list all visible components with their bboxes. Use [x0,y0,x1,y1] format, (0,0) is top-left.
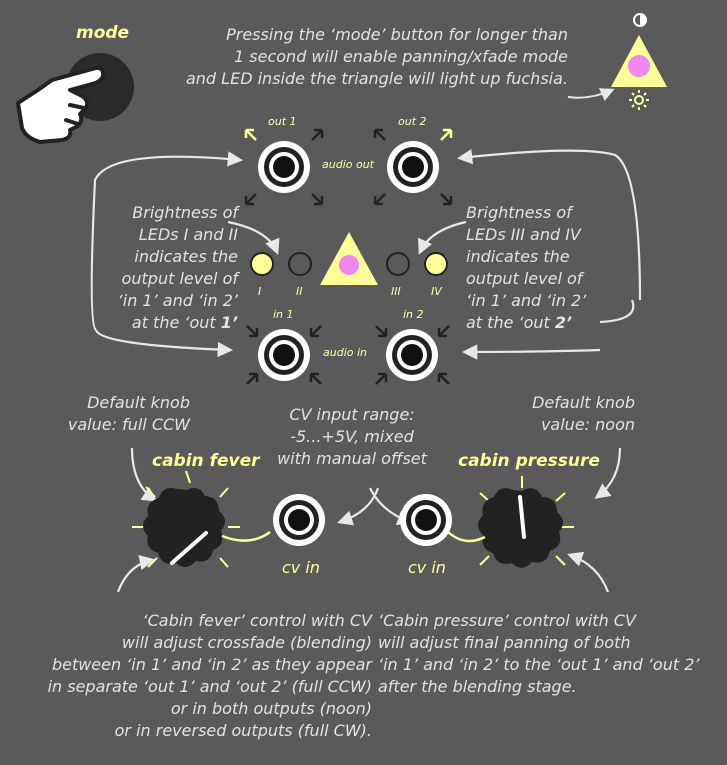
jack-in-2[interactable] [386,329,438,381]
led-III [387,253,409,275]
cv-in-jack-left[interactable] [273,494,325,546]
brightness-icon [629,90,649,110]
default-right-text: Default knob value: noon [505,392,635,436]
fever-description: ‘Cabin fever’ control with CV will adjus… [14,610,372,742]
in2-label: in 2 [403,308,424,321]
mode-label: mode [76,22,129,44]
mode-description: Pressing the ‘mode’ button for longer th… [140,24,568,90]
left-brightness-text: Brightness of LEDs I and II indicates th… [98,202,238,334]
led-I [251,253,273,275]
contrast-icon [634,14,646,26]
jack-in-1[interactable] [258,329,310,381]
cv-in-right-label: cv in [408,557,446,579]
default-left-text: Default knob value: full CCW [40,392,190,436]
cabin-pressure-knob[interactable] [448,476,574,568]
mode-description-line: Pressing the ‘mode’ button for longer th… [140,24,568,46]
out2-label: out 2 [398,115,427,128]
led-IV [425,253,447,275]
led-label-I: I [258,285,261,298]
cabin-fever-label: cabin fever [152,450,260,472]
jack-out-1[interactable] [258,141,310,193]
mode-description-line: and LED inside the triangle will light u… [140,68,568,90]
right-brightness-text: Brightness of LEDs III and IV indicates … [466,202,616,334]
led-II [289,253,311,275]
cv-in-jack-right[interactable] [400,494,452,546]
led-label-III: III [391,285,401,298]
cabin-fever-knob[interactable] [132,471,270,567]
jack-out-2[interactable] [387,141,439,193]
led-label-IV: IV [431,285,442,298]
pressure-description: ‘Cabin pressure’ control with CV will ad… [378,610,718,698]
mode-led-triangle [611,35,667,87]
led-label-II: II [296,285,303,298]
cv-range-text: CV input range: -5...+5V, mixed with man… [262,404,442,470]
in1-label: in 1 [273,308,294,321]
audio-out-label: audio out [322,158,374,171]
cabin-pressure-label: cabin pressure [458,450,600,472]
audio-in-label: audio in [323,346,367,359]
out1-label: out 1 [268,115,297,128]
mode-description-line: 1 second will enable panning/xfade mode [140,46,568,68]
cv-in-left-label: cv in [282,557,320,579]
center-triangle-led [320,232,378,285]
